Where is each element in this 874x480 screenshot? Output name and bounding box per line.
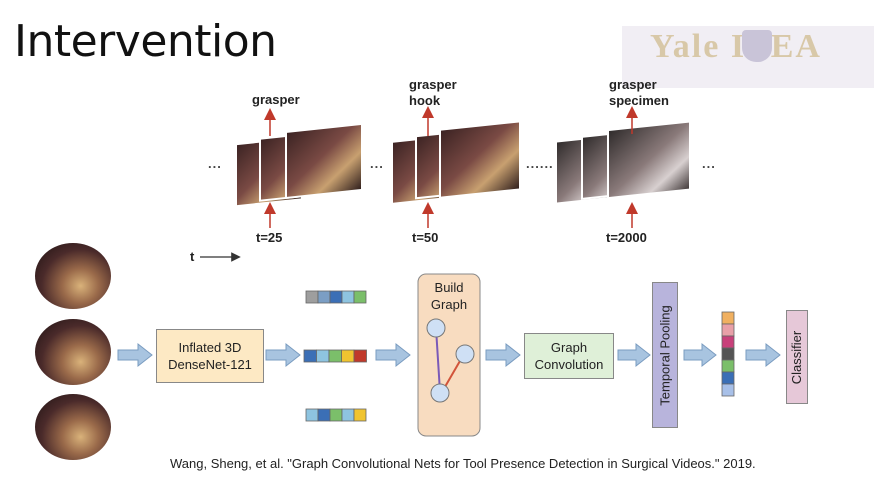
feature-cell <box>721 347 735 361</box>
feature-cell <box>721 359 735 373</box>
feature-cell <box>341 408 355 422</box>
feature-cell <box>721 323 735 337</box>
frame-1-label: grasper <box>252 92 300 107</box>
build-graph-label: Build Graph <box>430 280 468 312</box>
densenet-box: Inflated 3D DenseNet-121 <box>156 329 264 383</box>
frame-2-label: grasper hook <box>409 77 457 108</box>
ellipsis-4: ... <box>702 156 716 171</box>
feature-cell <box>721 371 735 385</box>
input-frame-2 <box>33 318 113 386</box>
frame-3-label: grasper specimen <box>609 77 669 108</box>
input-frame-1 <box>33 242 113 310</box>
pipeline-arrows <box>117 342 781 368</box>
shield-icon <box>742 30 772 62</box>
feature-vector-1 <box>305 290 367 304</box>
feature-cell <box>303 349 317 363</box>
graph-node-3 <box>430 383 450 403</box>
citation: Wang, Sheng, et al. "Graph Convolutional… <box>170 456 756 471</box>
feature-cell <box>353 349 367 363</box>
frame-stack-2 <box>391 106 521 228</box>
temporal-pooling-label: Temporal Pooling <box>657 304 673 406</box>
feature-cell <box>353 408 367 422</box>
ellipsis-2: ... <box>370 156 384 171</box>
feature-cell <box>305 290 319 304</box>
frame-2-time: t=50 <box>412 230 439 245</box>
feature-cell <box>721 311 735 325</box>
frame-1-time: t=25 <box>256 230 283 245</box>
frame-3-time: t=2000 <box>606 230 647 245</box>
feature-cell <box>329 290 343 304</box>
feature-cell <box>328 349 342 363</box>
feature-cell <box>317 290 331 304</box>
input-frame-3 <box>33 393 113 461</box>
graph-convolution-box: Graph Convolution <box>524 333 614 379</box>
graph-node-1 <box>426 318 446 338</box>
feature-cell <box>317 408 331 422</box>
feature-vector-2 <box>303 349 367 363</box>
graph-node-2 <box>455 344 475 364</box>
yale-logo-text: Yale ITEA <box>650 28 822 65</box>
frame-stack-1 <box>235 108 363 228</box>
feature-cell <box>341 349 355 363</box>
feature-cell <box>305 408 319 422</box>
feature-cell <box>341 290 355 304</box>
frame-stack-3 <box>555 106 691 228</box>
time-axis-label: t <box>190 249 195 264</box>
ellipsis-1: ... <box>208 156 222 171</box>
feature-cell <box>353 290 367 304</box>
feature-cell <box>721 383 735 397</box>
feature-cell <box>721 335 735 349</box>
classifier-box: Classifier <box>786 310 808 404</box>
feature-cell <box>329 408 343 422</box>
classifier-label: Classifier <box>789 330 805 384</box>
feature-vector-3 <box>305 408 367 422</box>
ellipsis-3: ...... <box>526 156 554 171</box>
slide-title: Intervention <box>14 16 277 67</box>
feature-cell <box>316 349 330 363</box>
pooled-feature-vector <box>721 311 735 397</box>
temporal-pooling-box: Temporal Pooling <box>652 282 678 428</box>
